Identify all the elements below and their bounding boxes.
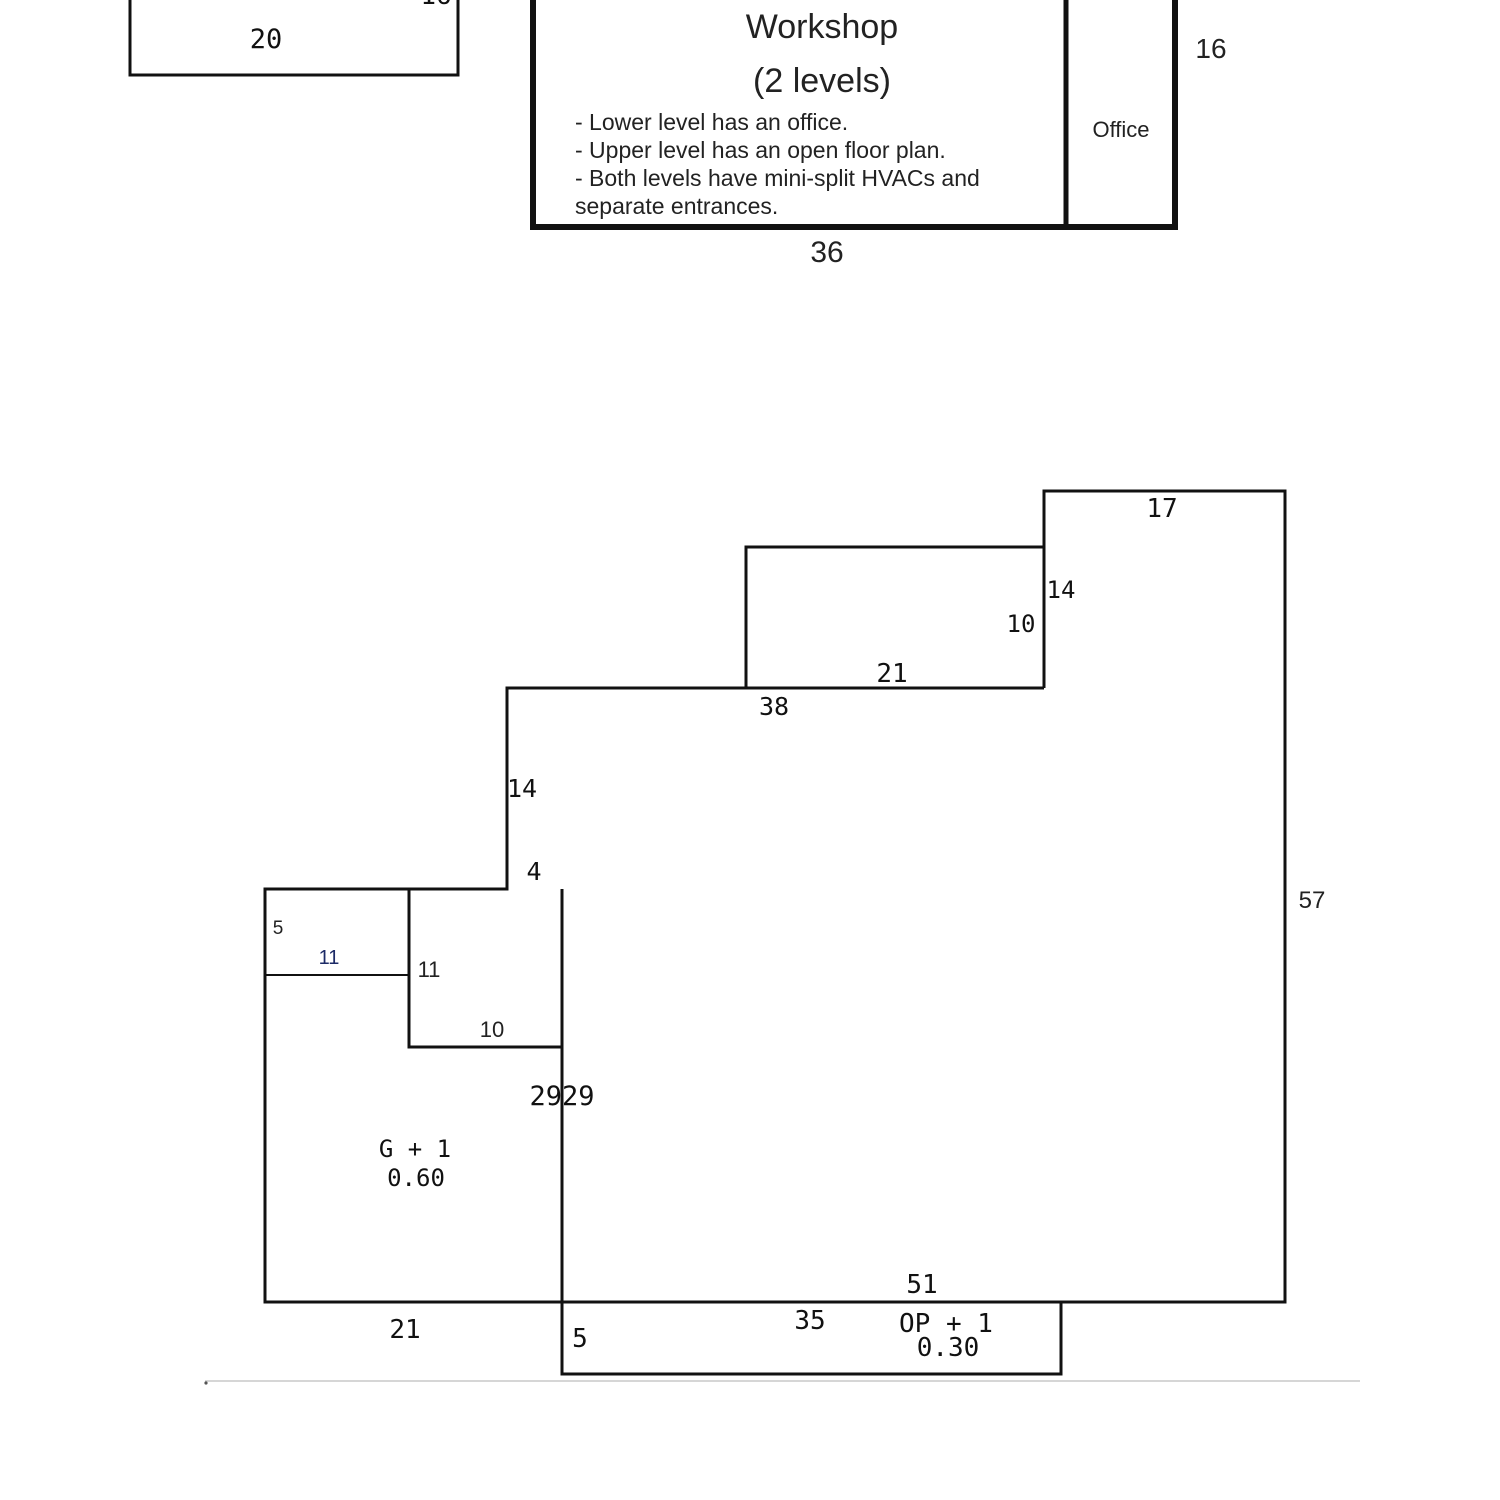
garage-code: G + 1 xyxy=(379,1135,451,1163)
dim-upper-width: 38 xyxy=(759,692,789,721)
dim-top-upper: 17 xyxy=(1146,494,1177,524)
house-dimension-labels: 17 14 10 21 38 14 4 57 5 11 11 10 2929 2… xyxy=(273,494,1326,1345)
porch-depth: 5 xyxy=(572,1324,588,1354)
top-left-building-outline xyxy=(128,0,460,77)
workshop-depth-label: 16 xyxy=(1195,33,1226,64)
garage-factor: 0.60 xyxy=(387,1164,445,1192)
dim-shared-wall: 2929 xyxy=(529,1081,594,1112)
dim-bottom-left: 21 xyxy=(389,1315,420,1345)
porch-labels: 5 35 OP + 1 0.30 xyxy=(572,1306,993,1363)
scan-speck xyxy=(204,1381,208,1385)
house-sketch xyxy=(263,489,1287,1376)
garage-label: G + 1 0.60 xyxy=(379,1135,451,1192)
workshop-outline xyxy=(530,0,1178,230)
dim-left-wall: 14 xyxy=(507,774,537,803)
porch-outline xyxy=(560,1302,1063,1376)
dim-step-inner: 10 xyxy=(1007,610,1036,638)
dim-small-side: 5 xyxy=(273,918,284,939)
dim-bottom-main: 51 xyxy=(906,1270,937,1300)
workshop-subtitle: (2 levels) xyxy=(753,62,891,100)
dim-notch: 4 xyxy=(526,857,541,886)
top-left-partial-label: 16 xyxy=(420,0,451,11)
inner-room-outline xyxy=(407,889,562,1049)
porch-width: 35 xyxy=(794,1306,825,1336)
workshop-note: - Lower level has an office. xyxy=(575,109,848,135)
dim-inner-bottom: 10 xyxy=(480,1017,504,1042)
porch-code: OP + 1 xyxy=(899,1309,993,1339)
workshop-office-label: Office xyxy=(1092,117,1149,142)
top-left-building: 16 20 xyxy=(128,0,460,77)
workshop-note: - Both levels have mini-split HVACs and xyxy=(575,165,980,191)
porch-factor: 0.30 xyxy=(917,1333,980,1363)
workshop-title: Workshop xyxy=(746,8,898,46)
dim-inner-side: 11 xyxy=(418,957,441,982)
top-left-width-label: 20 xyxy=(250,24,283,55)
workshop: Workshop (2 levels) - Lower level has an… xyxy=(530,0,1227,269)
workshop-width-label: 36 xyxy=(810,236,843,269)
dim-step-right: 14 xyxy=(1047,576,1076,604)
workshop-note: - Upper level has an open floor plan. xyxy=(575,137,946,163)
house-main-outline xyxy=(263,489,1287,1304)
workshop-note: separate entrances. xyxy=(575,193,778,219)
dim-right-wall: 57 xyxy=(1299,887,1326,914)
dim-mid-top: 21 xyxy=(876,659,907,689)
dim-small-width: 11 xyxy=(319,947,340,969)
